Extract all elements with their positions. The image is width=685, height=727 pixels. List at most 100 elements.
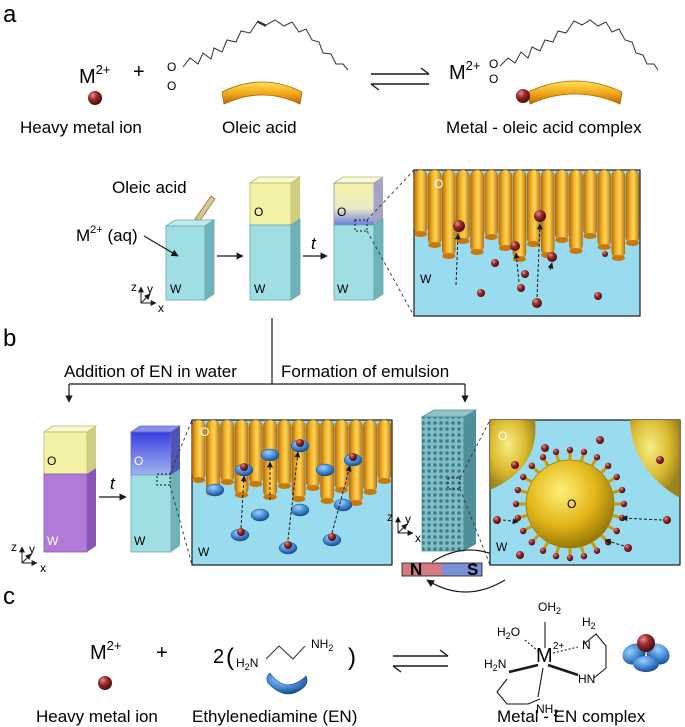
surfactant-tube-cap bbox=[597, 244, 611, 250]
surfactant-tube-cap bbox=[625, 240, 639, 246]
zoom-line-b2-bottom bbox=[169, 484, 193, 566]
transfer-arrow bbox=[604, 538, 625, 547]
metal-ion bbox=[604, 462, 612, 470]
metal-ion bbox=[547, 252, 557, 262]
acid-o-top: O bbox=[167, 60, 176, 74]
metal-ion bbox=[477, 289, 485, 297]
panel-c-label: c bbox=[3, 583, 15, 610]
surfactant-tube-cap bbox=[569, 248, 583, 254]
metal-symbol-c: M2+ bbox=[90, 638, 122, 664]
hn-right: HN bbox=[578, 672, 595, 686]
complex-skeletal bbox=[499, 19, 659, 71]
zoom-line-b3-top bbox=[459, 419, 491, 479]
metal-ion bbox=[491, 259, 499, 267]
time-label-b1: t bbox=[311, 234, 317, 253]
oleic-acid-tube bbox=[221, 81, 303, 105]
tube1-w: W bbox=[170, 282, 182, 296]
en-molecule bbox=[315, 463, 335, 477]
metal-ion bbox=[613, 473, 620, 481]
en-molecule bbox=[333, 498, 353, 512]
inset1-o: O bbox=[434, 177, 443, 191]
surfactant-tube bbox=[248, 419, 263, 485]
surfactant-tube-cap bbox=[484, 234, 498, 240]
metal-ion bbox=[521, 270, 529, 278]
surfactant-tube bbox=[377, 419, 392, 482]
complex-o-top: O bbox=[489, 57, 498, 71]
metal-ion bbox=[566, 554, 574, 562]
metal-ion bbox=[663, 516, 671, 524]
surfactant-tube bbox=[291, 419, 306, 500]
metal-symbol-a: M2+ bbox=[79, 62, 111, 88]
axis-y-b3: y bbox=[405, 512, 411, 526]
metal-ion bbox=[580, 448, 588, 456]
surfactant-tube-cap bbox=[249, 481, 263, 487]
tube5-w: W bbox=[134, 534, 146, 548]
metal-ion bbox=[514, 486, 522, 494]
transfer-arrow bbox=[502, 518, 519, 525]
axis-z-b1: z bbox=[131, 280, 137, 294]
panel-b-label: b bbox=[3, 325, 16, 352]
metal-ion bbox=[541, 444, 549, 452]
metal-ion bbox=[580, 552, 588, 560]
tube2-w: W bbox=[254, 282, 266, 296]
metal-ion bbox=[237, 528, 245, 536]
n-top-right: N bbox=[582, 638, 591, 652]
en-molecule bbox=[260, 448, 280, 462]
axis-x-b3: x bbox=[415, 531, 421, 545]
oleic-acid-label-a: Oleic acid bbox=[222, 118, 297, 137]
metal-ion bbox=[284, 541, 292, 549]
surfactant-tube bbox=[363, 419, 377, 493]
metal-ion bbox=[510, 241, 520, 251]
metal-ion bbox=[604, 538, 612, 546]
metal-ion bbox=[596, 436, 604, 444]
h2n-top-right: H2 bbox=[582, 615, 596, 631]
metal-ion bbox=[296, 439, 304, 447]
metal-ion bbox=[613, 527, 620, 535]
surfactant-tube-cap bbox=[583, 233, 597, 239]
surfactant-tube-cap bbox=[498, 245, 512, 251]
en-molecule bbox=[290, 503, 310, 517]
en-skeletal bbox=[265, 645, 306, 660]
metal-ion bbox=[528, 462, 536, 470]
surfactant-tube-cap bbox=[234, 492, 249, 498]
zoom-line-bottom bbox=[366, 230, 415, 317]
complex-o-bottom: O bbox=[489, 72, 498, 86]
branch-left-label: Addition of EN in water bbox=[64, 362, 237, 381]
complex-charge: 2+ bbox=[553, 641, 565, 652]
equilibrium-arrows-a bbox=[370, 67, 430, 91]
complex-label-a: Metal - oleic acid complex bbox=[446, 118, 642, 137]
paren-open: ( bbox=[226, 644, 234, 671]
emulsion-tube bbox=[420, 409, 478, 552]
metal-ion bbox=[517, 284, 525, 292]
acid-o-bottom: O bbox=[167, 79, 176, 93]
metal-ion bbox=[594, 292, 602, 300]
metal-ion bbox=[349, 453, 357, 461]
transfer-arrow bbox=[621, 515, 663, 522]
surfactant-tube bbox=[526, 169, 541, 245]
tube4-o: O bbox=[47, 454, 56, 468]
metal-aq-pointer bbox=[143, 235, 179, 257]
oleic-acid-skeletal bbox=[182, 19, 349, 71]
complex-center: M bbox=[536, 645, 553, 667]
complex-metal-ball bbox=[516, 89, 530, 103]
tube-3 bbox=[332, 176, 385, 301]
equilibrium-arrows-c bbox=[392, 649, 449, 673]
metal-ion bbox=[539, 547, 547, 554]
metal-ion-ball-c bbox=[98, 676, 112, 690]
h2n-left: H2N bbox=[484, 657, 506, 673]
axis-x-b2: x bbox=[40, 561, 46, 575]
en-molecule bbox=[250, 508, 270, 522]
surfactant-tube bbox=[470, 169, 484, 253]
inset2-o: O bbox=[200, 425, 209, 439]
metal-ion bbox=[528, 538, 536, 546]
surfactant-tube bbox=[306, 419, 320, 489]
zoom-box-b1 bbox=[354, 219, 368, 232]
tube3-o: O bbox=[337, 205, 346, 219]
inset3-o2: O bbox=[567, 497, 576, 511]
axis-z-b3: z bbox=[387, 510, 393, 524]
en-complex-3d-icon bbox=[622, 634, 670, 672]
metal-aq-label: M2+ (aq) bbox=[76, 224, 138, 245]
tube5-o: O bbox=[134, 454, 143, 468]
metal-ion bbox=[511, 461, 519, 469]
